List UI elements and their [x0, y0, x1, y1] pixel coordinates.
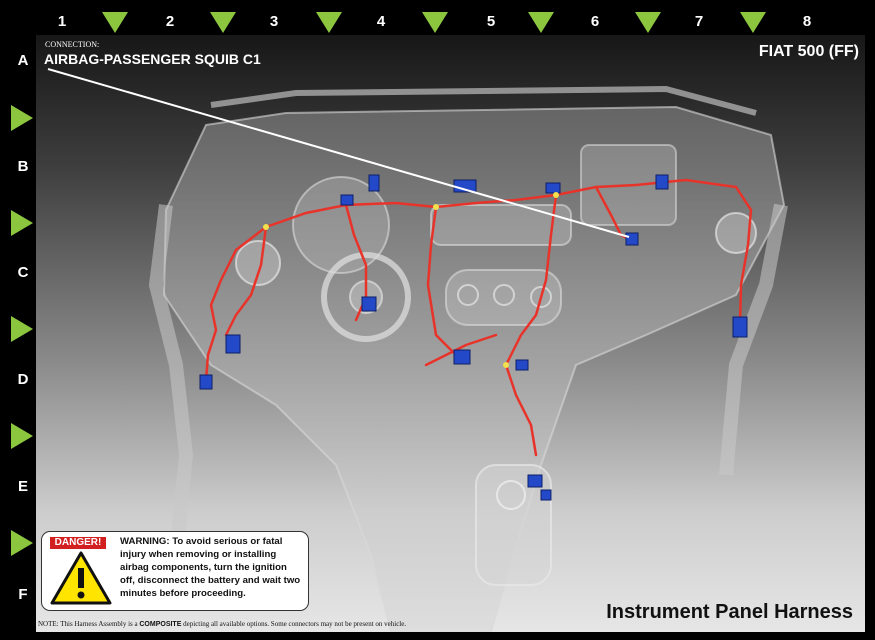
column-label: 6: [590, 13, 600, 30]
dashboard-top-edge: [210, 85, 757, 116]
row-label: C: [17, 264, 29, 281]
composite-note: NOTE: This Harness Assembly is a COMPOSI…: [38, 620, 406, 628]
connector: [340, 194, 354, 206]
console-branch-wire: [504, 193, 558, 457]
note-bold: COMPOSITE: [139, 621, 182, 628]
climate-knob-left: [457, 284, 479, 306]
airbag-warning-box: DANGER! WARNING: To avoid serious or fat…: [41, 531, 309, 611]
note-prefix: NOTE:: [38, 620, 59, 628]
row-label: F: [18, 586, 28, 603]
connector: [368, 174, 380, 192]
column-divider-marker: [316, 12, 342, 33]
terminals: [263, 192, 559, 368]
vehicle-model: FIAT 500 (FF): [758, 43, 859, 60]
connector: [225, 334, 241, 354]
connector: [361, 296, 377, 312]
terminal: [433, 204, 439, 210]
warning-triangle-icon: [50, 551, 112, 605]
connection-caption: CONNECTION:: [45, 40, 100, 49]
harness-diagram-panel: CONNECTION: AIRBAG-PASSENGER SQUIB C1 FI…: [36, 35, 865, 632]
left-vent: [235, 240, 281, 286]
left-a-pillar-panel: [148, 204, 194, 556]
right-a-pillar-panel: [719, 203, 788, 476]
right-vent: [715, 212, 757, 254]
row-ruler: A B C D E F: [10, 35, 36, 632]
terminal: [263, 224, 269, 230]
climate-knob-middle: [493, 284, 515, 306]
row-label: E: [17, 478, 28, 495]
danger-label: DANGER!: [50, 537, 106, 549]
column-divider-marker: [102, 12, 128, 33]
column-divider-marker: [210, 12, 236, 33]
instrument-panel-illustration: [47, 68, 788, 632]
connection-leader-line: [47, 68, 630, 238]
row-divider-marker: [11, 316, 33, 342]
radio-unit: [430, 204, 572, 246]
connector: [655, 174, 669, 190]
row-divider-marker: [11, 210, 33, 236]
row-label: B: [17, 158, 29, 175]
connector: [732, 316, 748, 338]
terminal: [503, 362, 509, 368]
connection-name: AIRBAG-PASSENGER SQUIB C1: [44, 51, 261, 67]
column-label: 1: [57, 13, 67, 30]
warning-text: WARNING: To avoid serious or fatal injur…: [120, 536, 301, 599]
connector: [540, 489, 552, 501]
harness-wiring: [204, 178, 753, 457]
row-divider-marker: [11, 423, 33, 449]
column-label: 8: [802, 13, 812, 30]
terminal: [553, 192, 559, 198]
climate-knob-right: [530, 286, 552, 308]
connector: [527, 474, 543, 488]
column-label: 5: [486, 13, 496, 30]
connector: [199, 374, 213, 390]
row-label: A: [17, 52, 29, 69]
note-text-b: depicting all available options. Some co…: [181, 620, 407, 628]
center-branch-wire: [426, 205, 458, 357]
column-divider-marker: [740, 12, 766, 33]
row-divider-marker: [11, 530, 33, 556]
airbag-passenger-squib-connector: [625, 232, 639, 246]
left-branch-wire: [224, 225, 268, 337]
steering-wheel: [321, 252, 411, 342]
note-text-a: This Harness Assembly is a: [58, 620, 140, 628]
diagram-title: Instrument Panel Harness: [606, 601, 853, 623]
connector: [515, 359, 529, 371]
column-label: 7: [694, 13, 704, 30]
row-label: D: [17, 371, 29, 388]
main-trunk-wire: [204, 178, 753, 382]
climate-control-panel: [445, 269, 562, 326]
row-divider-marker: [11, 105, 33, 131]
connector: [453, 349, 471, 365]
column-divider-marker: [528, 12, 554, 33]
column-divider-marker: [635, 12, 661, 33]
connector: [545, 182, 561, 194]
column-label: 2: [165, 13, 175, 30]
column-ruler: 1 2 3 4 5 6 7 8: [10, 10, 865, 35]
column-label: 3: [269, 13, 279, 30]
column-divider-marker: [422, 12, 448, 33]
instrument-cluster: [292, 176, 390, 274]
column-label: 4: [376, 13, 386, 30]
cup-holder: [496, 480, 526, 510]
center-console: [475, 464, 552, 586]
